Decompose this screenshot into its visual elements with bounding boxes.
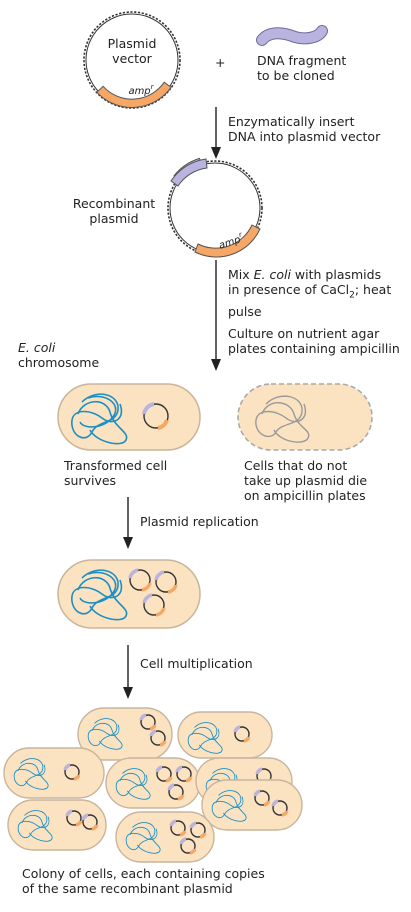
chromosome <box>17 810 53 842</box>
chromosome <box>187 722 223 754</box>
untransformed-cell <box>237 383 373 451</box>
plasmid-copy <box>63 763 81 781</box>
chromosome <box>13 758 49 790</box>
plasmid-in-cell <box>142 402 169 430</box>
chromosome <box>71 393 128 445</box>
label-step-culture: Culture on nutrient agar plates containi… <box>228 326 400 356</box>
arrow-replication <box>123 497 133 549</box>
plasmid-copy <box>154 570 178 594</box>
recombinant-plasmid: ampr <box>167 157 263 258</box>
chromosome <box>125 822 161 854</box>
label-step-multiplication: Cell multiplication <box>140 656 253 671</box>
label-ecoli-chromosome: E. coli chromosome <box>18 340 100 370</box>
plasmid-copy <box>142 593 166 617</box>
amp-gene-segment <box>96 81 172 109</box>
plasmid-copy <box>189 821 207 839</box>
label-transformed-cell: Transformed cell survives <box>64 458 168 488</box>
label-step-replication: Plasmid replication <box>140 514 259 529</box>
colony <box>3 707 303 863</box>
plasmid-copy <box>233 725 251 743</box>
plasmid-copy <box>271 799 289 817</box>
arrow-transform <box>211 260 221 371</box>
label-plasmid-vector: Plasmid vector <box>107 36 157 66</box>
colony-cell <box>115 811 215 863</box>
plasmid-copy <box>169 819 187 837</box>
label-recombinant-plasmid: Recombinant plasmid <box>72 196 156 226</box>
label-step-transform: Mix E. coli with plasmids in presence of… <box>228 267 392 319</box>
amp-gene-label: ampr <box>128 83 154 97</box>
replicated-cell <box>57 559 201 629</box>
plasmid-copy <box>175 765 193 783</box>
plasmid-copy <box>167 783 185 801</box>
transformed-cell <box>57 383 201 451</box>
plasmid-copy <box>179 837 197 855</box>
plasmid-copy <box>128 568 152 592</box>
plasmid-copy <box>253 789 271 807</box>
plasmid-copy <box>139 713 157 731</box>
plasmid-copy <box>81 813 99 831</box>
label-colony: Colony of cells, each containing copies … <box>22 866 265 896</box>
label-dna-fragment: DNA fragment to be cloned <box>257 53 347 83</box>
plasmid-copy <box>149 729 167 747</box>
label-step-insert: Enzymatically insert DNA into plasmid ve… <box>228 114 381 144</box>
amp-gene-segment-2 <box>194 224 261 258</box>
label-untransformed-cells: Cells that do not take up plasmid die on… <box>244 458 368 503</box>
arrow-insert <box>211 107 221 159</box>
plasmid-copy <box>65 809 83 827</box>
plasmid-vector: ampr <box>83 11 181 109</box>
plasmid-copy <box>155 765 173 783</box>
chromosome <box>115 768 151 800</box>
colony-cell <box>177 711 273 759</box>
colony-cell <box>3 747 105 799</box>
chromosome <box>211 790 247 822</box>
chromosome <box>87 718 123 750</box>
plasmid-copies <box>128 568 178 617</box>
plus-sign: + <box>215 55 226 70</box>
colony-cell <box>7 799 107 851</box>
colony-cell <box>201 779 303 831</box>
colony-cell <box>105 757 201 809</box>
arrow-multiplication <box>123 645 133 699</box>
